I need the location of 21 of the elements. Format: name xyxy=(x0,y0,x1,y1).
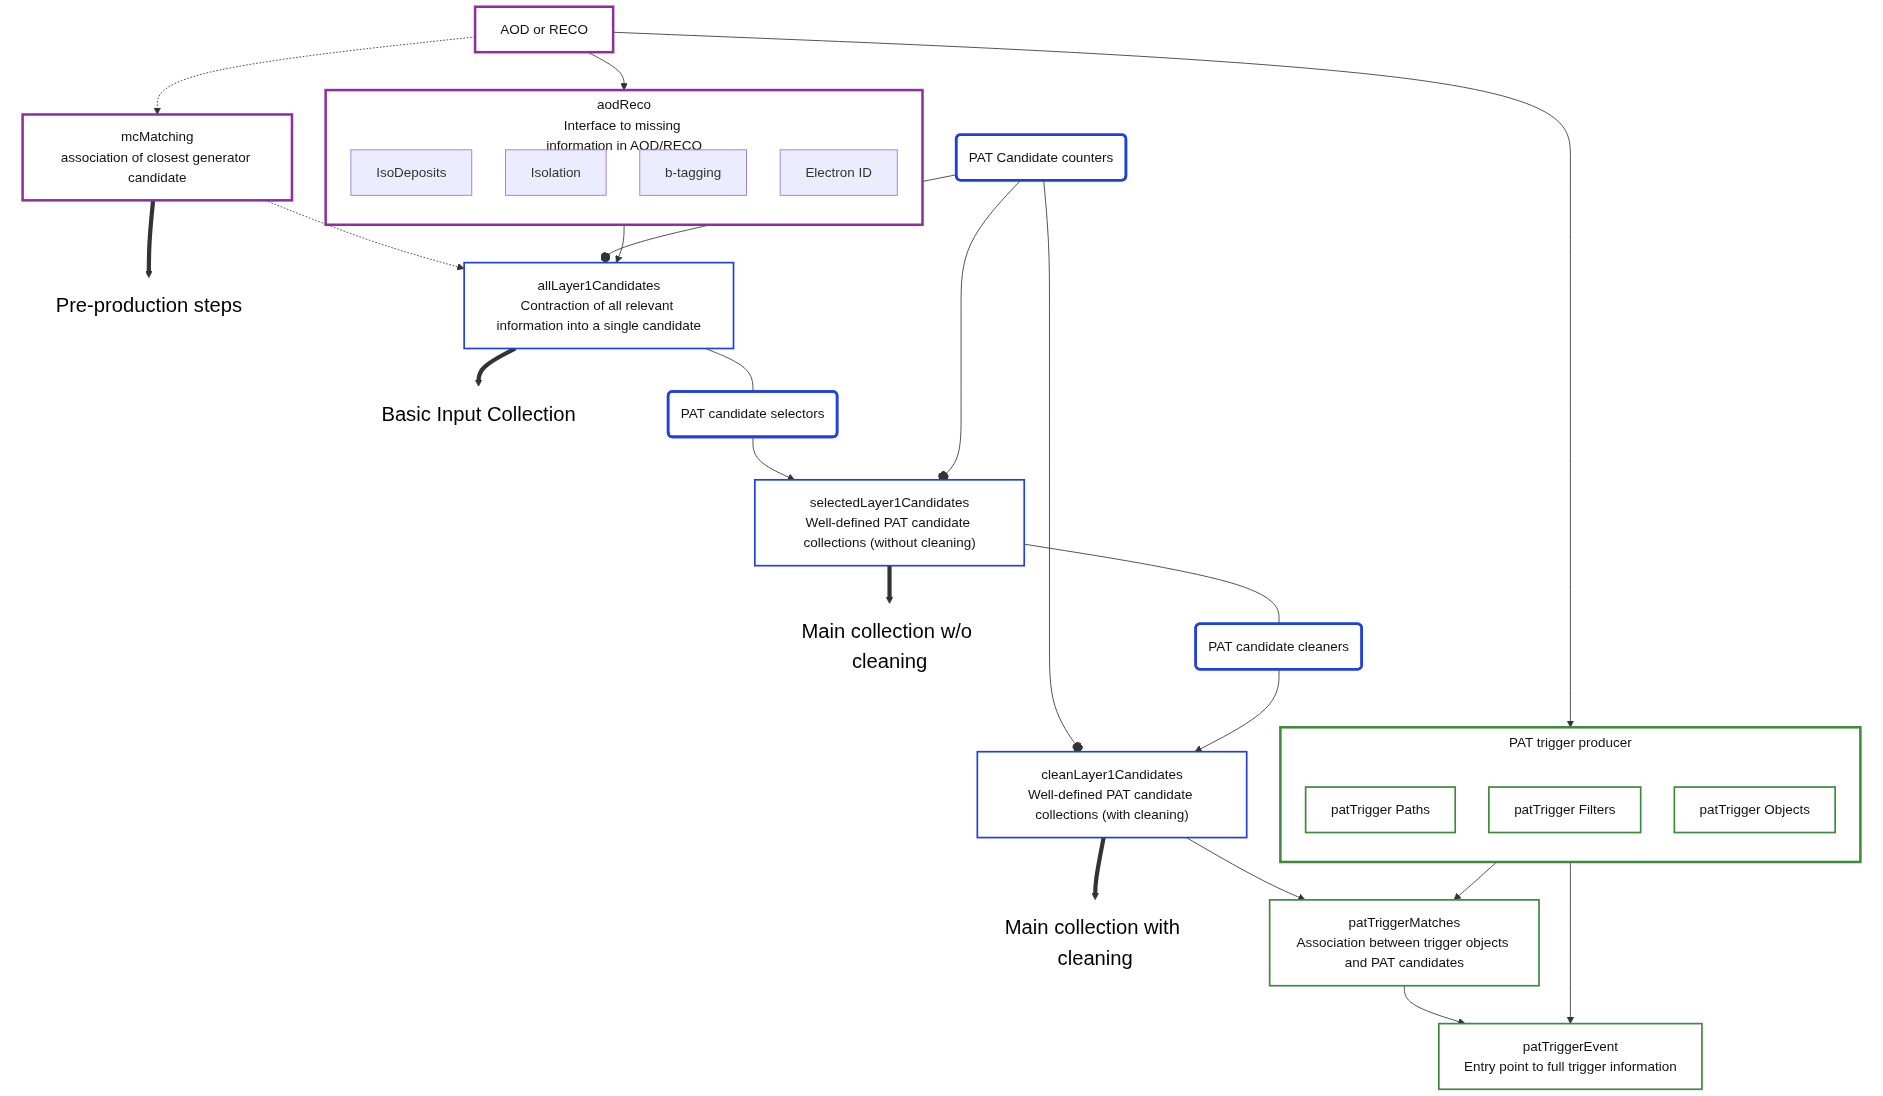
node-box: mcMatching association of closest generator candidate xyxy=(21,113,294,202)
node-text: Main collection w/o cleaning xyxy=(801,619,973,673)
node-text: Pre-production steps xyxy=(55,293,243,317)
node-box: patTrigger Paths xyxy=(1304,786,1457,834)
node-text: Main collection with cleaning xyxy=(1004,915,1180,969)
node-box: Isolation xyxy=(505,149,607,196)
node-text: Basic Input Collection xyxy=(381,402,576,426)
node-box: patTrigger Objects xyxy=(1673,786,1836,834)
arrow xyxy=(1091,837,1106,901)
node-box: patTriggerMatches Association between trigger objects and PAT candidates xyxy=(1268,899,1540,987)
node-box: cleanLayer1Candidates Well-defined PAT candidate collections (with cleaning) xyxy=(976,750,1248,839)
arrow xyxy=(885,565,894,604)
node-box: Electron ID xyxy=(779,149,898,196)
node-box: IsoDeposits xyxy=(350,149,473,196)
node-box: selectedLayer1Candidates Well-defined PAT candidate collections (without cleaning) xyxy=(754,479,1026,567)
node-box: b-tagging xyxy=(639,149,747,196)
node-box: patTriggerEvent Entry point to full trigger information xyxy=(1438,1022,1703,1091)
node-box: AOD or RECO xyxy=(473,5,615,54)
node-box: allLayer1Candidates Contraction of all relevant information into a single candidate xyxy=(463,261,735,350)
arrow xyxy=(145,200,156,279)
node-box: patTrigger Filters xyxy=(1488,786,1642,834)
